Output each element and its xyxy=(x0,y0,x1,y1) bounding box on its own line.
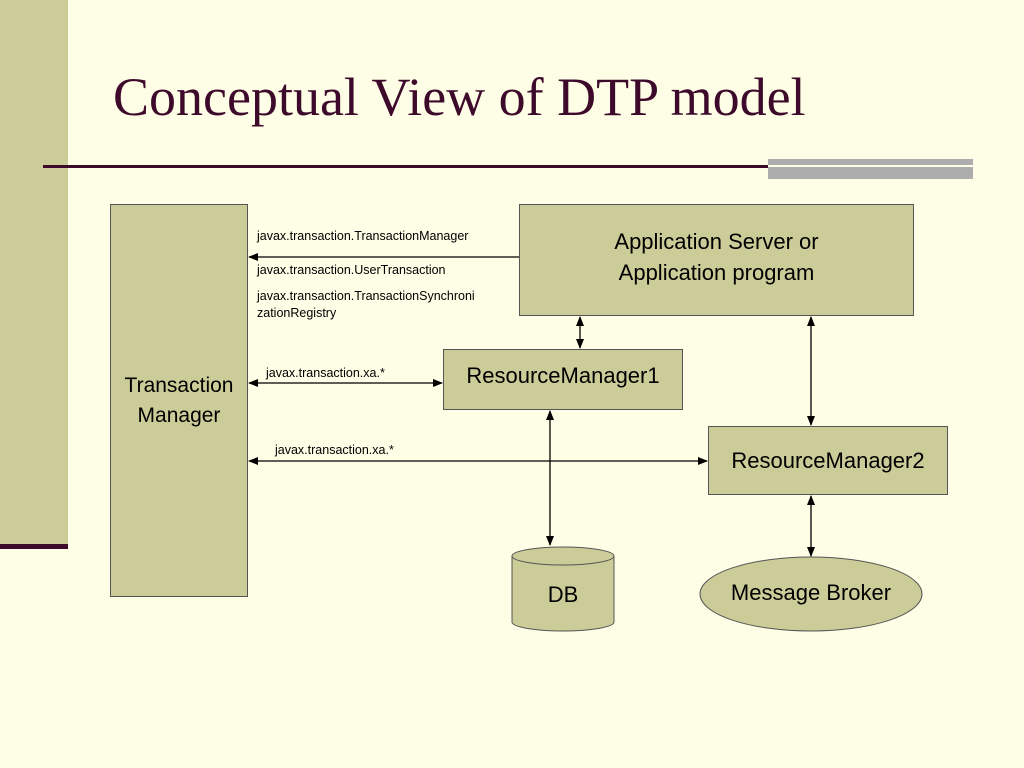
db-cylinder-body xyxy=(511,555,615,632)
edge-label-user-transaction: javax.transaction.UserTransaction xyxy=(257,263,446,277)
transaction-manager-label: Transaction Manager xyxy=(124,373,234,427)
message-broker-ellipse xyxy=(699,556,923,632)
side-accent-band xyxy=(0,0,68,548)
edge-label-xa-rm2: javax.transaction.xa.* xyxy=(275,443,394,457)
edge-label-xa-rm1: javax.transaction.xa.* xyxy=(266,366,385,380)
side-accent-line xyxy=(0,544,68,549)
app-server-label: Application Server or Application progra… xyxy=(614,229,819,285)
transaction-manager-box: Transaction Manager xyxy=(110,204,248,597)
db-cylinder xyxy=(511,546,615,632)
resource-manager1-box: ResourceManager1 xyxy=(443,349,683,410)
app-server-box: Application Server or Application progra… xyxy=(519,204,914,316)
resource-manager2-box: ResourceManager2 xyxy=(708,426,948,495)
db-label: DB xyxy=(547,582,579,607)
resource-manager2-label: ResourceManager2 xyxy=(731,447,925,473)
slide-title: Conceptual View of DTP model xyxy=(113,67,806,127)
edge-label-transaction-manager: javax.transaction.TransactionManager xyxy=(257,229,469,243)
title-accent-bar xyxy=(768,159,973,179)
edge-label-synchronization-registry: javax.transaction.TransactionSynchroni z… xyxy=(257,289,475,320)
title-underline xyxy=(43,165,773,168)
resource-manager1-label: ResourceManager1 xyxy=(466,362,660,388)
message-broker-label: Message Broker xyxy=(730,580,892,605)
db-cylinder-top xyxy=(511,546,615,566)
